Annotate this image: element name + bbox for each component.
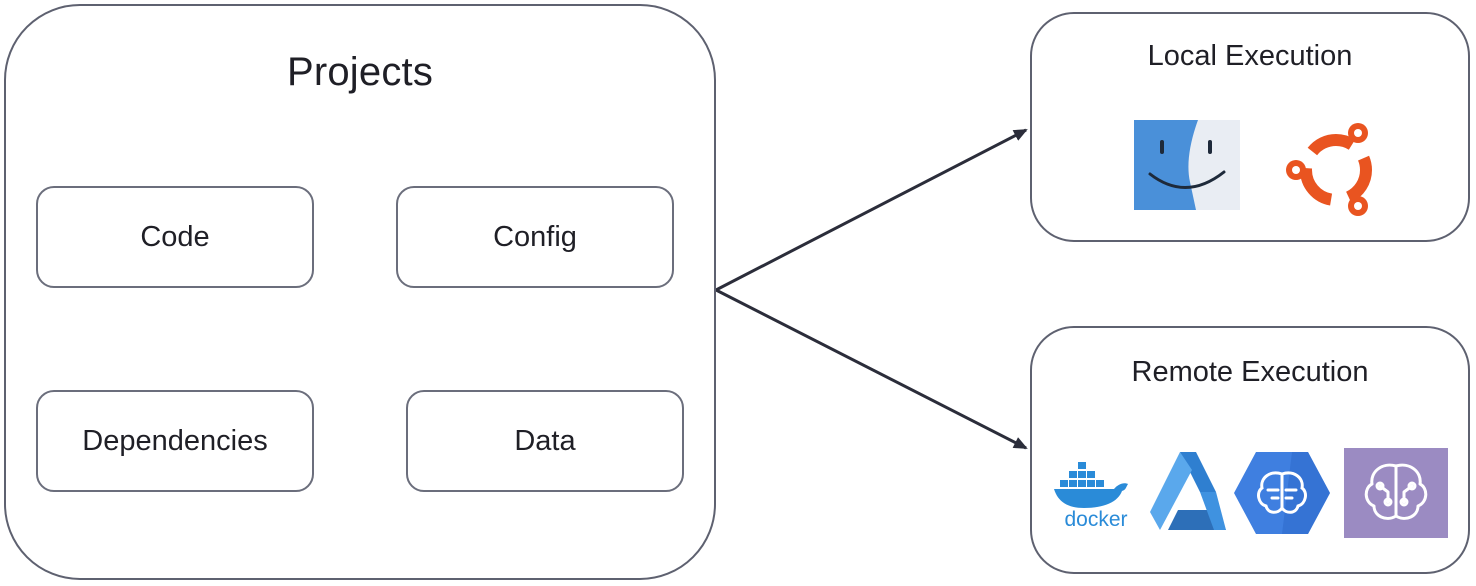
arrow-to-local-execution — [715, 128, 1028, 292]
code-node: Code — [36, 186, 314, 288]
google-ai-platform-icon — [1234, 452, 1330, 534]
ubuntu-icon — [1286, 123, 1372, 216]
remote-execution-title: Remote Execution — [1131, 356, 1369, 388]
macos-finder-icon — [1134, 120, 1240, 210]
config-node: Config — [396, 186, 674, 288]
local-execution-container: Local Execution — [1030, 12, 1470, 242]
config-label: Config — [493, 220, 577, 253]
azure-ml-icon — [1150, 452, 1226, 530]
projects-title: Projects — [286, 50, 434, 94]
data-node: Data — [406, 390, 684, 492]
dependencies-node: Dependencies — [36, 390, 314, 492]
local-execution-title: Local Execution — [1147, 40, 1353, 72]
data-label: Data — [514, 424, 576, 457]
docker-wordmark: docker — [1064, 508, 1127, 530]
dependencies-label: Dependencies — [82, 424, 268, 457]
code-label: Code — [140, 220, 210, 253]
docker-icon: docker — [1054, 462, 1128, 530]
projects-container: Projects — [4, 4, 716, 580]
arrow-to-remote-execution — [715, 288, 1028, 450]
sagemaker-icon — [1344, 448, 1448, 538]
